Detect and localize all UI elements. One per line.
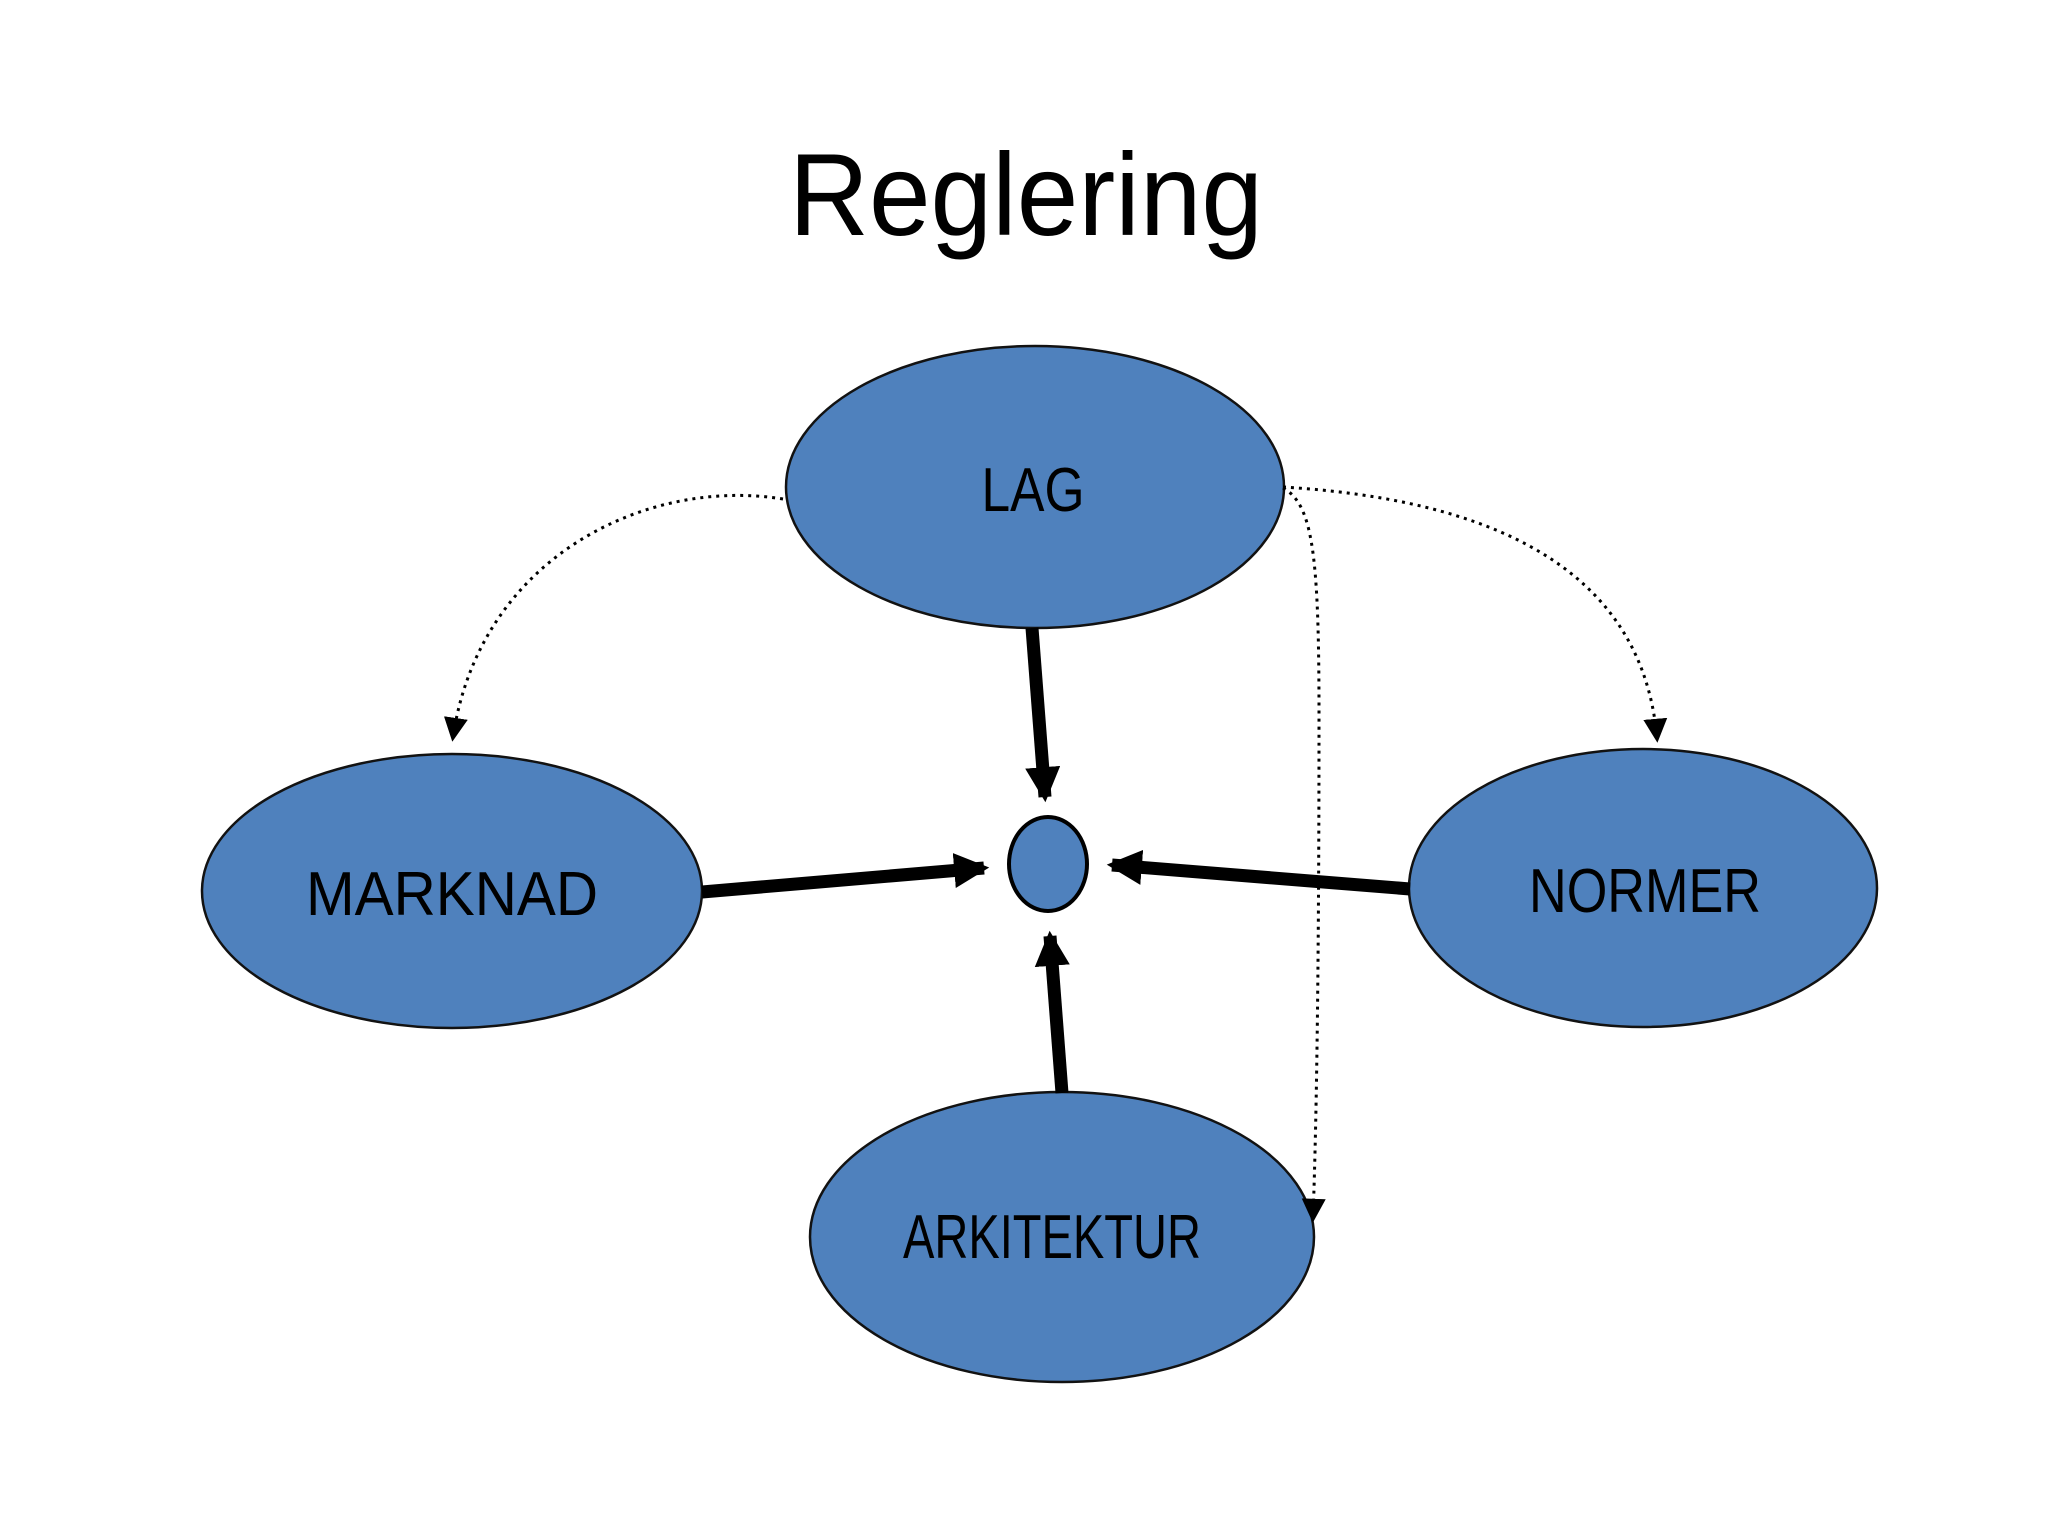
lag-label: LAG [982, 456, 1085, 525]
dotted-arrow-lag-to-arkitektur [1282, 486, 1326, 1223]
arrow-normer-to-center [1106, 849, 1411, 896]
node-marknad: MARKNAD [200, 752, 704, 1030]
node-arkitektur: ARKITEKTUR [808, 1090, 1316, 1384]
dotted-arrow-lag-to-marknad [443, 494, 784, 742]
normer-label: NORMER [1529, 857, 1761, 926]
node-normer: NORMER [1407, 747, 1879, 1029]
arkitektur-label: ARKITEKTUR [903, 1203, 1201, 1272]
arrow-lag-to-center [1025, 627, 1061, 803]
page-title: Reglering [789, 129, 1263, 260]
dotted-arrow-lag-to-normer [1282, 485, 1668, 743]
marknad-label: MARKNAD [306, 860, 598, 929]
node-lag: LAG [784, 344, 1286, 630]
arrow-arkitektur-to-center [1034, 930, 1070, 1094]
center-dot [1007, 815, 1089, 913]
arrow-marknad-to-center [701, 853, 990, 899]
